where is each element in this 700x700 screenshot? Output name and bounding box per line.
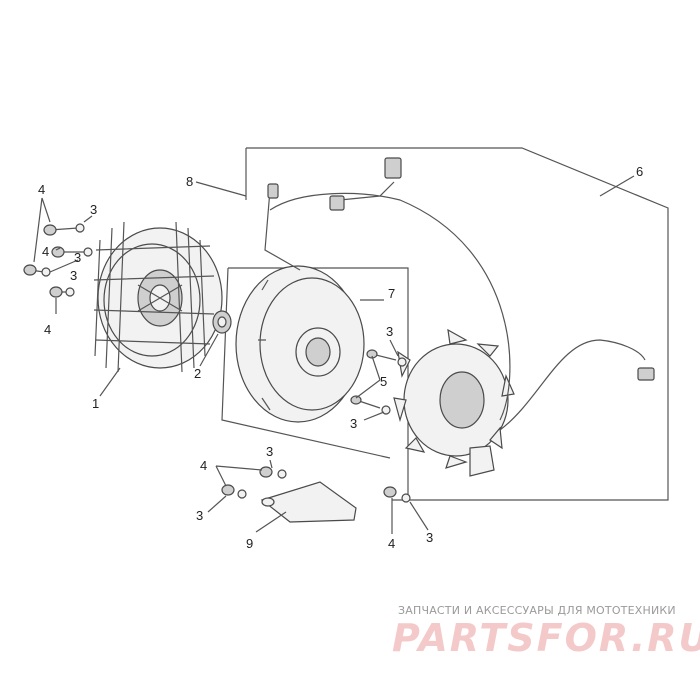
bracket [260, 481, 357, 523]
callout-3: 3 [386, 324, 393, 339]
callout-5: 5 [380, 374, 387, 389]
watermark-caption: ЗАПЧАСТИ И АКСЕССУАРЫ ДЛЯ МОТОТЕХНИКИ [398, 604, 676, 617]
leader-lines [33, 175, 635, 534]
callout-4: 4 [44, 322, 51, 337]
callout-3: 3 [74, 250, 81, 265]
callout-4: 4 [38, 182, 45, 197]
callout-3: 3 [350, 416, 357, 431]
callout-8: 8 [186, 174, 193, 189]
callout-3: 3 [70, 268, 77, 283]
rotor [235, 265, 365, 423]
seal-ring [212, 310, 232, 334]
watermark-logo: PARTSFOR.RU [392, 616, 700, 660]
callout-4: 4 [388, 536, 395, 551]
stator [264, 157, 655, 477]
callout-9: 9 [246, 536, 253, 551]
callout-3: 3 [426, 530, 433, 545]
callout-3: 3 [266, 444, 273, 459]
callout-2: 2 [194, 366, 201, 381]
flywheel [93, 221, 223, 373]
callout-3: 3 [196, 508, 203, 523]
callout-3: 3 [90, 202, 97, 217]
callout-4: 4 [200, 458, 207, 473]
callout-7: 7 [388, 286, 395, 301]
screws-and-washers [23, 223, 411, 503]
callout-1: 1 [92, 396, 99, 411]
callout-6: 6 [636, 164, 643, 179]
callout-4: 4 [42, 244, 49, 259]
stator-kit-outline [246, 147, 669, 501]
